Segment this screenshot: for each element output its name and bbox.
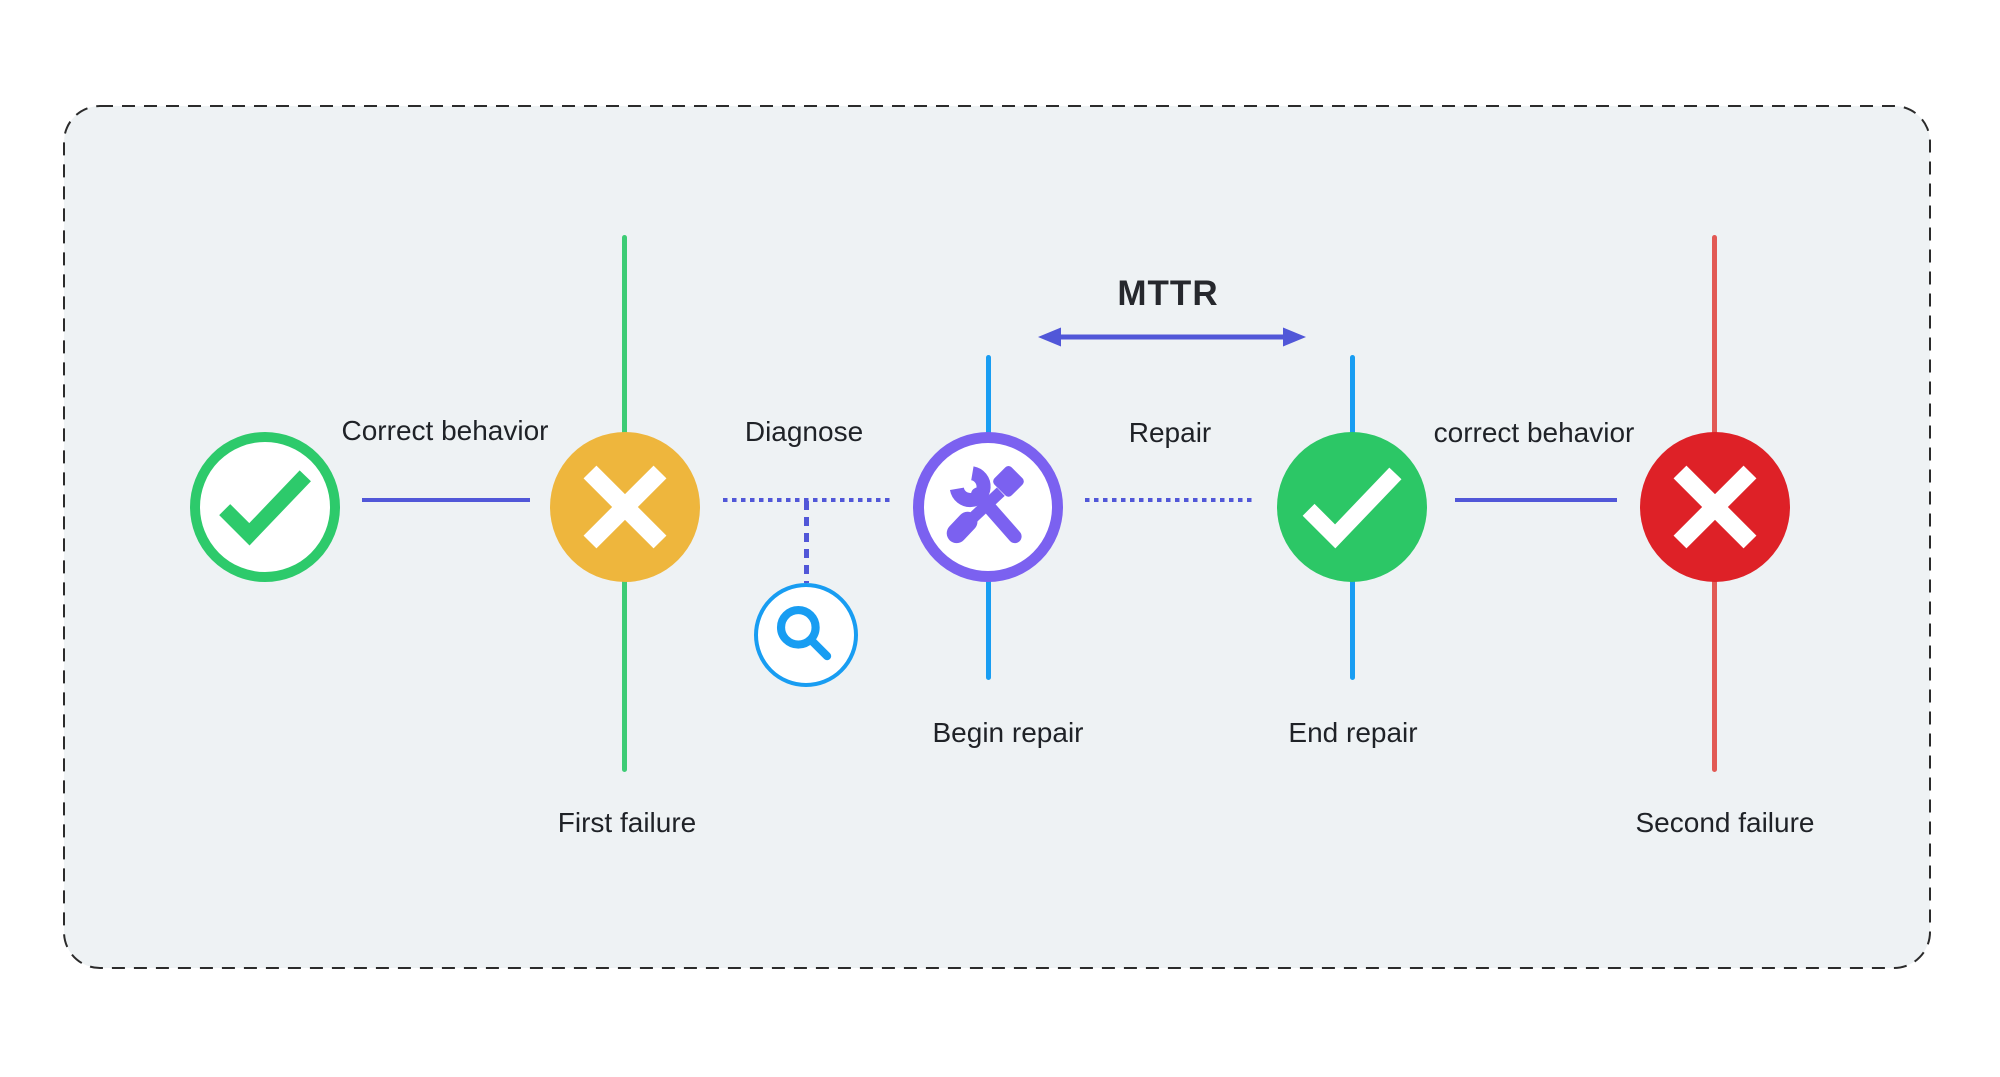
connector-diagnose (723, 498, 890, 502)
node-end-repair (1277, 432, 1427, 582)
diagnose-drop-line (804, 501, 809, 583)
node-first-failure (550, 432, 700, 582)
x-icon (1673, 465, 1757, 549)
node-begin-repair (913, 432, 1063, 582)
check-icon (219, 470, 311, 546)
phase-label-repair: Repair (1128, 417, 1212, 448)
x-icon (583, 465, 667, 549)
connector-correct-behavior-1 (362, 498, 530, 502)
magnifier-badge (754, 583, 858, 687)
phase-label-correct-behavior-2: correct behavior (1433, 417, 1635, 448)
phase-label-diagnose: Diagnose (744, 416, 864, 447)
node-start-ok (190, 432, 340, 582)
magnifier-icon (776, 605, 832, 661)
check-icon (1302, 467, 1402, 549)
phase-label-correct-behavior-1: Correct behavior (341, 415, 549, 446)
connector-repair (1085, 498, 1253, 502)
node-second-failure (1640, 432, 1790, 582)
event-label-begin-repair: Begin repair (932, 717, 1084, 748)
connector-correct-behavior-2 (1455, 498, 1617, 502)
event-label-second-failure: Second failure (1635, 807, 1815, 838)
event-label-first-failure: First failure (557, 807, 697, 838)
mttr-label: MTTR (1117, 274, 1219, 313)
wrench-screwdriver-icon (946, 466, 1024, 544)
event-label-end-repair: End repair (1288, 717, 1418, 748)
mttr-arrow (1038, 327, 1306, 347)
